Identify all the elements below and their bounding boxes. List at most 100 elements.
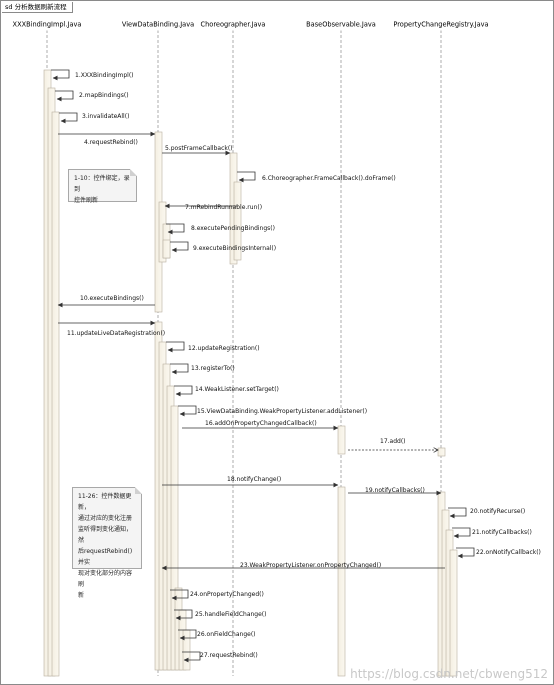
message-3: 3.invalidateAll() [59,112,129,124]
lifeline-Choreographer: Choreographer.Java [200,16,266,676]
message-label: 20.notifyRecurse() [470,508,525,515]
note-line: 控件刷新 [74,197,99,204]
message-label: 24.onPropertyChanged() [190,591,264,598]
message-arrow [166,341,185,353]
message-label: 23.WeakPropertyListener.onPropertyChange… [240,562,381,569]
note-line: 通过对应的变化注册 [78,515,133,522]
message-27: 27.requestRebind() [182,651,258,663]
message-5: 5.postFrameCallback() [162,145,233,156]
message-22: 22.onNotifyCallback() [456,547,541,559]
message-label: 15.ViewDataBinding.WeakPropertyListener.… [197,408,367,415]
message-arrow [170,589,189,601]
message-label: 27.requestRebind() [200,652,258,659]
message-label: 25.handleFieldChange() [195,611,267,618]
message-18: 18.notifyChange() [162,476,339,488]
message-label: 17.add() [380,438,406,445]
message-11: 11.updateLiveDataRegistration() [58,320,165,337]
message-label: 12.updateRegistration() [188,345,260,352]
message-20: 20.notifyRecurse() [448,507,525,519]
note-line: 1-10：控件绑定，录到 [74,175,130,193]
message-arrow [174,609,193,621]
note-line: 后requestRebind()并实 [78,548,133,566]
message-arrow [170,363,189,375]
message-arrow [51,69,70,81]
note-line: 新 [78,592,85,599]
message-arrow [178,405,197,417]
message-arrow [448,507,467,519]
message-arrow [237,171,256,183]
frame-title: sd 分析数据刷新流程 [2,2,73,13]
message-label: 21.notifyCallbacks() [472,529,532,536]
message-10: 10.executeBindings() [57,295,155,308]
watermark: https://blog.csdn.net/cbweng512 [350,667,548,681]
lifeline-PropertyChangeRegistry: PropertyChangeRegistry.Java [393,16,489,676]
lifeline-label: ViewDataBinding.Java [122,21,194,29]
message-4: 4.requestRebind() [58,131,156,146]
activation-bar [337,486,346,677]
message-arrow [182,651,201,663]
message-label: 8.executePendingBindings() [191,225,275,232]
message-23: 23.WeakPropertyListener.onPropertyChange… [161,562,445,571]
message-7: 7.mRebindRunnable.run() [164,203,262,211]
message-19: 19.notifyCallbacks() [348,487,442,496]
message-label: 19.notifyCallbacks() [365,487,425,494]
message-2: 2.mapBindings() [55,90,129,102]
lifeline-label: PropertyChangeRegistry.Java [393,21,488,29]
message-label: 16.addOnPropertyChangedCallback() [205,420,317,427]
lifeline-label: XXXBindingImpl.Java [13,21,82,29]
message-label: 4.requestRebind() [84,139,138,146]
message-9: 9.executeBindingsInternal() [170,241,276,253]
note-line: 11-26：控件数据更新， [78,493,132,511]
message-17: 17.add() [348,438,438,450]
message-label: 2.mapBindings() [79,92,129,99]
lifeline-label: Choreographer.Java [201,21,266,29]
message-13: 13.registerTo() [170,363,235,375]
message-26: 26.onFieldChange() [178,629,256,641]
message-arrow [456,547,475,559]
message-6: 6.Choreographer.FrameCallback().doFrame(… [237,171,396,183]
message-21: 21.notifyCallbacks() [452,527,532,539]
message-label: 1.XXXBindingImpl() [75,72,134,79]
message-arrow [452,527,471,539]
message-arrow [170,241,189,253]
message-arrow [59,112,78,124]
message-label: 13.registerTo() [191,365,235,372]
note-line: 现对变化部分的内容刷 [78,570,133,588]
message-label: 9.executeBindingsInternal() [193,245,276,252]
activation-bar [162,239,171,259]
message-label: 6.Choreographer.FrameCallback().doFrame(… [262,175,396,182]
activation-bar [437,447,446,457]
message-1: 1.XXXBindingImpl() [51,69,134,81]
message-label: 22.onNotifyCallback() [476,549,541,556]
message-label: 18.notifyChange() [227,476,281,483]
note-data-update: 11-26：控件数据更新， 通过对应的变化注册 监听得到变化通知，然 后requ… [72,487,142,599]
activation-bar [170,405,179,671]
message-14: 14.WeakListener.setTarget() [174,385,279,397]
activation-bar [51,111,60,677]
message-12: 12.updateRegistration() [166,341,260,353]
note-line: 监听得到变化通知，然 [78,526,133,544]
message-arrow [55,90,74,102]
note-binding: 1-10：控件绑定，录到 控件刷新 [68,169,137,204]
message-label: 26.onFieldChange() [197,631,256,638]
activation-bar [233,181,242,261]
message-24: 24.onPropertyChanged() [170,589,264,601]
message-arrow [174,385,193,397]
lifeline-BaseObservable: BaseObservable.Java [306,16,376,676]
message-label: 10.executeBindings() [80,295,144,302]
message-25: 25.handleFieldChange() [174,609,267,621]
activation-bar [449,549,458,677]
message-arrow [166,223,185,235]
message-16: 16.addOnPropertyChangedCallback() [182,420,339,431]
lifeline-label: BaseObservable.Java [306,21,376,29]
message-label: 5.postFrameCallback() [165,145,233,152]
message-8: 8.executePendingBindings() [166,223,275,235]
activation-bar [182,629,191,671]
message-label: 3.invalidateAll() [82,113,129,120]
message-label: 7.mRebindRunnable.run() [185,204,262,211]
message-arrow [178,629,197,641]
message-label: 11.updateLiveDataRegistration() [67,330,165,337]
message-15: 15.ViewDataBinding.WeakPropertyListener.… [178,405,367,417]
message-label: 14.WeakListener.setTarget() [195,386,279,393]
